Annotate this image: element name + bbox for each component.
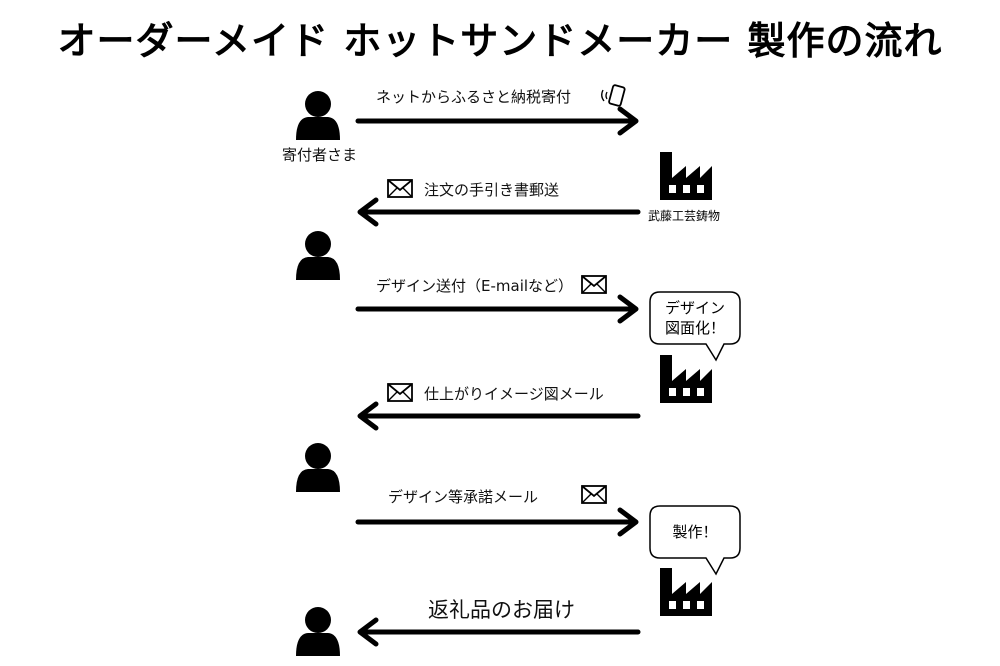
donor-icon — [296, 443, 340, 492]
bubble-line: デザイン — [664, 299, 725, 317]
factory-label: 武藤工芸鋳物 — [648, 209, 721, 223]
step-label: 返礼品のお届け — [428, 598, 575, 622]
step-label: デザイン等承諾メール — [388, 488, 539, 506]
speech-bubble — [649, 291, 741, 362]
speech-bubble — [649, 505, 741, 576]
mail-icon — [581, 485, 607, 504]
factory-icon — [660, 152, 712, 200]
page-title: オーダーメイド ホットサンドメーカー 製作の流れ — [57, 19, 943, 63]
step-label: デザイン送付（E-mailなど） — [376, 277, 574, 295]
factory-icon — [660, 355, 712, 403]
arrow-left — [357, 197, 641, 227]
bubble-text: 製作！ — [650, 522, 740, 542]
arrow-left — [357, 617, 641, 647]
donor-icon — [296, 91, 340, 140]
arrow-right — [355, 507, 639, 537]
bubble-line: 製作！ — [672, 523, 718, 541]
mail-icon — [387, 383, 413, 402]
mail-icon — [581, 275, 607, 294]
bubble-text: デザイン 図面化！ — [650, 298, 740, 338]
step-label: 注文の手引き書郵送 — [424, 181, 560, 199]
donor-icon — [296, 231, 340, 280]
phone-icon — [601, 84, 626, 107]
donor-label: 寄付者さま — [282, 146, 358, 164]
arrow-right — [355, 106, 639, 136]
donor-icon — [296, 607, 340, 656]
arrow-right — [355, 294, 639, 324]
factory-icon — [660, 568, 712, 616]
arrow-left — [357, 401, 641, 431]
mail-icon — [387, 179, 413, 198]
step-label: 仕上がりイメージ図メール — [424, 385, 604, 403]
step-label: ネットからふるさと納税寄付 — [376, 88, 572, 106]
bubble-line: 図面化！ — [664, 319, 725, 337]
